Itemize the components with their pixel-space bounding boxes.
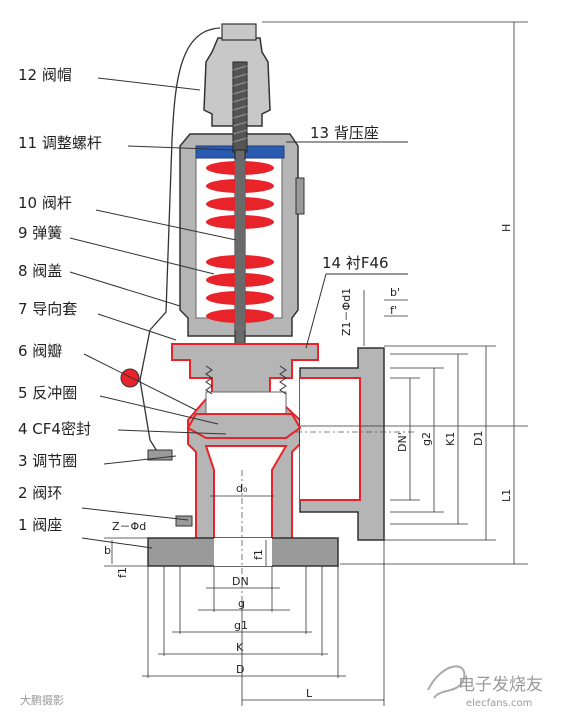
label-p8: 8 阀盖: [18, 262, 62, 280]
lifting-cable: [139, 27, 221, 457]
label-p13: 13 背压座: [310, 124, 379, 142]
watermark-right: 电子发烧友: [458, 675, 543, 695]
dim-f1-left: f1: [116, 567, 129, 578]
dim-b: b: [104, 544, 111, 557]
label-p3: 3 调节圈: [18, 452, 77, 470]
dim-K1: K1: [444, 432, 457, 446]
dimension-labels: H L1 D1 K1 g2 DN' Z1－Φd1 b' f' d₀ f1 Z－Φ…: [104, 224, 513, 700]
watermarks: 大鹏摄影 电子发烧友 elecfans.com: [20, 665, 543, 709]
spring: [206, 160, 274, 330]
dim-f-prime: f': [390, 304, 397, 317]
dim-b-prime: b': [390, 286, 400, 299]
seal-tag: [120, 368, 140, 388]
outlet-lining: [300, 377, 361, 501]
label-p14: 14 衬F46: [322, 254, 389, 272]
dim-H: H: [500, 224, 513, 232]
dim-DN: DN: [232, 575, 249, 588]
label-p12: 12 阀帽: [18, 66, 72, 84]
dim-D: D: [236, 663, 244, 676]
inlet-bore: [214, 538, 272, 566]
dim-L: L: [306, 687, 313, 700]
valve-drawing: [120, 23, 416, 600]
dim-g2: g2: [420, 432, 433, 446]
part-labels: 12 阀帽 11 调整螺杆 13 背压座 10 阀杆 9 弹簧 8 阀盖 14 …: [18, 66, 389, 534]
dim-f1-inner: f1: [252, 549, 265, 560]
watermark-left: 大鹏摄影: [20, 693, 64, 707]
screw-thread: [232, 65, 248, 143]
label-p2: 2 阀环: [18, 484, 62, 502]
dim-Z-phid: Z－Φd: [112, 520, 146, 533]
dim-g: g: [238, 597, 245, 610]
label-p5: 5 反冲圈: [18, 384, 77, 402]
dimension-lines: [104, 21, 528, 706]
dim-K: K: [236, 641, 244, 654]
bellows: [205, 365, 287, 395]
bonnet-side-boss: [295, 177, 305, 215]
label-p1: 1 阀座: [18, 516, 62, 534]
dim-D1: D1: [472, 431, 485, 446]
dim-g1: g1: [234, 619, 248, 632]
cap-top: [221, 23, 257, 41]
dim-d0: d₀: [236, 482, 248, 495]
label-p4: 4 CF4密封: [18, 420, 91, 438]
adjusting-ring-screw: [147, 449, 173, 461]
dim-L1: L1: [500, 489, 513, 502]
label-p9: 9 弹簧: [18, 224, 62, 242]
label-p10: 10 阀杆: [18, 194, 72, 212]
label-p7: 7 导向套: [18, 300, 77, 318]
label-p11: 11 调整螺杆: [18, 134, 102, 152]
label-p6: 6 阀瓣: [18, 342, 62, 360]
watermark-logo-icon: [427, 665, 466, 699]
leader-lines: [69, 77, 408, 549]
watermark-url: elecfans.com: [466, 698, 532, 709]
nozzle-ring-screw: [175, 515, 193, 527]
valve-disc: [186, 413, 302, 439]
dim-Z1-phid1: Z1－Φd1: [340, 288, 353, 336]
dim-DN-prime: DN': [396, 432, 409, 452]
